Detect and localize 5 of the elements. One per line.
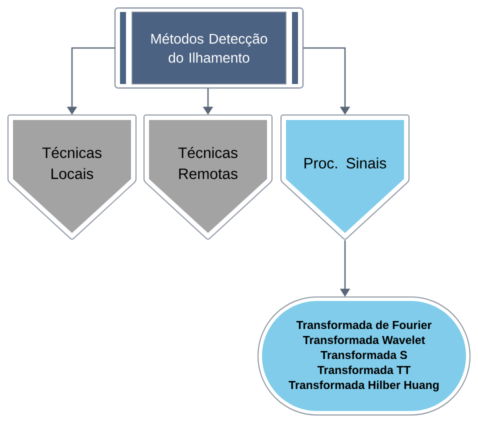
title-box: Métodos Detecção do Ilhamento (114, 7, 304, 89)
pentagon-box: Técnicas Locais (8, 114, 136, 240)
rounded-box: Transformada de Fourier Transformada Wavelet Transformada S Transformada TT Transformada Hilber Huang (258, 296, 470, 416)
pentagon-box: Proc. Sinais (280, 114, 410, 240)
pentagon-box: Técnicas Remotas (144, 114, 272, 240)
